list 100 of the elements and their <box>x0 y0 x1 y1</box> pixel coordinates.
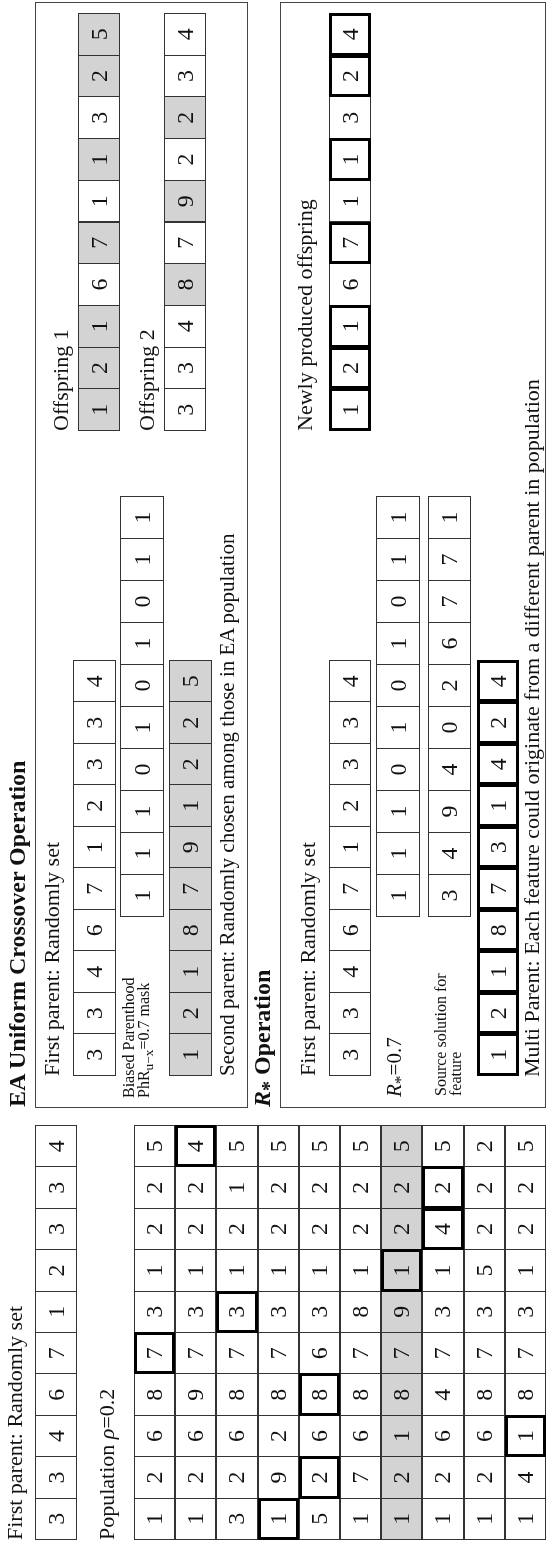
array-cell: 0 <box>376 580 420 623</box>
array-cell: 3 <box>422 1290 464 1333</box>
array-cell: 3 <box>257 1290 299 1333</box>
array-cell: 1 <box>175 1497 217 1540</box>
array-cell: 9 <box>175 1373 217 1416</box>
array-cell: 7 <box>340 1332 382 1375</box>
array-cell: 5 <box>298 1125 340 1168</box>
array-cell: 7 <box>463 1332 505 1375</box>
array-cell: 3 <box>35 1207 77 1251</box>
array-cell: 1 <box>120 622 164 665</box>
array-cell: 6 <box>329 909 371 952</box>
array-cell: 2 <box>175 1207 217 1251</box>
array-cell: 2 <box>340 1166 382 1209</box>
array-cell: 1 <box>329 138 371 181</box>
array-cell: 0 <box>120 580 164 623</box>
array-cell: 8 <box>134 1373 176 1416</box>
array-cell: 3 <box>329 743 371 786</box>
array-cell: 2 <box>216 1456 258 1499</box>
array-cell: 2 <box>134 1207 176 1251</box>
array-cell: 1 <box>134 1249 176 1292</box>
array-cell: 1 <box>120 790 164 833</box>
array-cell: 3 <box>477 826 519 869</box>
array-cell: 6 <box>175 1414 217 1458</box>
array-cell: 5 <box>504 1125 546 1168</box>
array-cell: 1 <box>73 826 116 869</box>
note-text: Multi Parent: Each feature could originate from a different parent in population <box>520 379 545 1077</box>
array-cell: 2 <box>216 1207 258 1251</box>
section-title: EA Uniform Crossover Operation <box>4 760 31 1107</box>
array-cell: 2 <box>134 1166 176 1209</box>
array-cell: 3 <box>164 346 206 390</box>
array-cell: 1 <box>504 1414 546 1458</box>
array-cell: 3 <box>175 1290 217 1333</box>
array-cell: 8 <box>477 909 519 952</box>
array-cell: 4 <box>175 1125 217 1168</box>
array-cell: 2 <box>463 1456 505 1499</box>
array-cell: 2 <box>257 1207 299 1251</box>
array-cell: 2 <box>340 1207 382 1251</box>
array-cell: 4 <box>504 1456 546 1499</box>
array-cell: 5 <box>340 1125 382 1168</box>
array-cell: 9 <box>428 790 471 833</box>
array-cell: 7 <box>477 867 519 910</box>
array-cell: 1 <box>120 832 164 875</box>
array-cell: 4 <box>329 660 371 703</box>
array-cell: 1 <box>78 138 120 181</box>
array-cell: 1 <box>216 1166 258 1209</box>
array-cell: 1 <box>477 784 519 827</box>
array-cell: 3 <box>463 1290 505 1333</box>
array-cell: 1 <box>504 1249 546 1292</box>
array-cell: 7 <box>78 221 120 265</box>
array-cell: 3 <box>216 1497 258 1540</box>
array-cell: 1 <box>376 496 420 539</box>
array-cell: 2 <box>428 664 471 707</box>
array-cell: 3 <box>329 992 371 1035</box>
array-cell: 2 <box>134 1456 176 1499</box>
row-caption: Source solution for feature <box>433 972 464 1096</box>
array-cell: 2 <box>298 1166 340 1209</box>
array-cell: 1 <box>381 1497 423 1540</box>
array-cell: 2 <box>169 992 212 1035</box>
array-cell: 1 <box>120 538 164 581</box>
array-cell: 4 <box>428 832 471 875</box>
array-cell: 1 <box>376 622 420 665</box>
array-cell: 6 <box>422 1414 464 1458</box>
array-cell: 1 <box>169 784 212 827</box>
array-cell: 0 <box>120 664 164 707</box>
array-cell: 1 <box>78 388 120 431</box>
array-cell: 7 <box>428 580 471 623</box>
array-cell: 3 <box>164 388 206 431</box>
array-cell: 5 <box>381 1125 423 1168</box>
array-cell: 8 <box>504 1373 546 1416</box>
array-cell: 7 <box>428 538 471 581</box>
array-cell: 3 <box>35 1456 77 1499</box>
array-cell: 4 <box>428 748 471 791</box>
array-cell: 4 <box>477 660 519 703</box>
array-cell: 3 <box>35 1166 77 1209</box>
array-cell: 1 <box>381 1249 423 1292</box>
row-caption: Newly produced offspring <box>293 199 318 431</box>
array-cell: 4 <box>164 304 206 348</box>
array-cell: 2 <box>78 346 120 390</box>
array-cell: 4 <box>329 950 371 993</box>
array-cell: 3 <box>164 54 206 98</box>
array-cell: 8 <box>463 1373 505 1416</box>
array-cell: 5 <box>169 660 212 703</box>
array-cell: 2 <box>477 992 519 1035</box>
array-cell: 3 <box>329 1033 371 1076</box>
array-cell: 2 <box>381 1207 423 1251</box>
array-cell: 4 <box>164 13 206 56</box>
array-cell: 8 <box>340 1290 382 1333</box>
array-cell: 2 <box>169 743 212 786</box>
array-cell: 1 <box>376 538 420 581</box>
array-cell: 3 <box>504 1290 546 1333</box>
array-cell: 7 <box>164 221 206 265</box>
array-cell: 4 <box>73 660 116 703</box>
array-cell: 2 <box>298 1456 340 1499</box>
array-cell: 2 <box>164 138 206 181</box>
array-cell: 5 <box>422 1125 464 1168</box>
array-cell: 7 <box>340 1456 382 1499</box>
array-cell: 7 <box>381 1332 423 1375</box>
array-cell: 3 <box>73 992 116 1035</box>
array-cell: 7 <box>216 1332 258 1375</box>
array-cell: 2 <box>175 1166 217 1209</box>
